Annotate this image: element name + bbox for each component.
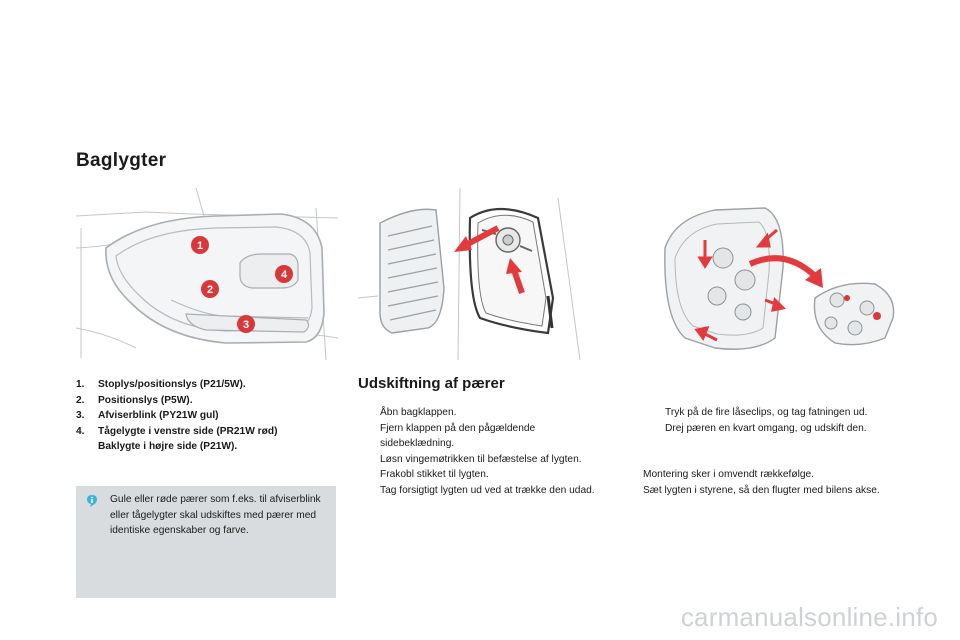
step-item: Drej pæren en kvart omgang, og udskift d… xyxy=(665,422,867,434)
bulb-marker-1: 1 xyxy=(191,236,209,254)
legend-item-3: 3. Afviserblink (PY21W gul) xyxy=(76,410,219,421)
section-title: Baglygter xyxy=(76,150,167,171)
rear-lamp-figure: 1 2 3 4 xyxy=(76,188,338,360)
step-item: Fjern klappen på den pågældende sidebekl… xyxy=(380,422,536,450)
bulb-marker-2: 2 xyxy=(201,280,219,298)
step-item: Åbn bagklappen. xyxy=(380,407,457,418)
legend-item-4: 4. Tågelygte i venstre side (PR21W rød) … xyxy=(76,425,278,453)
svg-text:3: 3 xyxy=(243,319,249,331)
removal-arrow-left xyxy=(454,225,500,252)
step-item: Tryk på de fire låseclips, og tag fatnin… xyxy=(665,407,868,418)
bulb-marker-3: 3 xyxy=(237,315,255,333)
info-icon xyxy=(87,495,97,507)
bulb-legend: 1. Stoplys/positionslys (P21/5W). 2. Pos… xyxy=(76,377,338,455)
reassembly-note: Montering sker i omvendt rækkefølge. xyxy=(643,469,814,480)
steps-list-left: Åbn bagklappen. Fjern klappen på den påg… xyxy=(358,405,608,498)
lamp-clips-figure xyxy=(664,207,895,350)
step-item: Tag forsigtigt lygten ud ved at trække d… xyxy=(380,484,595,496)
info-note: Gule eller røde pærer som f.eks. til afv… xyxy=(76,486,336,598)
clip-arrows xyxy=(694,228,787,342)
legend-item-2: 2. Positionslys (P5W). xyxy=(76,394,193,406)
removal-arrow-up xyxy=(506,258,525,294)
svg-text:4: 4 xyxy=(281,269,288,281)
svg-text:2: 2 xyxy=(207,284,213,296)
bulb-marker-4: 4 xyxy=(275,265,293,283)
rotation-arrow xyxy=(748,255,823,288)
watermark: carmanualsonline.info xyxy=(680,602,938,632)
trim-flap-figure xyxy=(358,188,581,360)
note-text: Gule eller røde pærer som f.eks. til afv… xyxy=(110,494,321,536)
svg-text:1: 1 xyxy=(197,240,203,252)
steps-list-right: Tryk på de fire låseclips, og tag fatnin… xyxy=(643,405,905,436)
alignment-note: Sæt lygten i styrene, så den flugter med… xyxy=(643,485,880,496)
replacement-title: Udskiftning af pærer xyxy=(358,375,505,392)
step-item: Frakobl stikket til lygten. xyxy=(380,469,489,480)
step-item: Løsn vingemøtrikken til befæstelse af ly… xyxy=(380,453,582,465)
legend-item-1: 1. Stoplys/positionslys (P21/5W). xyxy=(76,379,246,390)
